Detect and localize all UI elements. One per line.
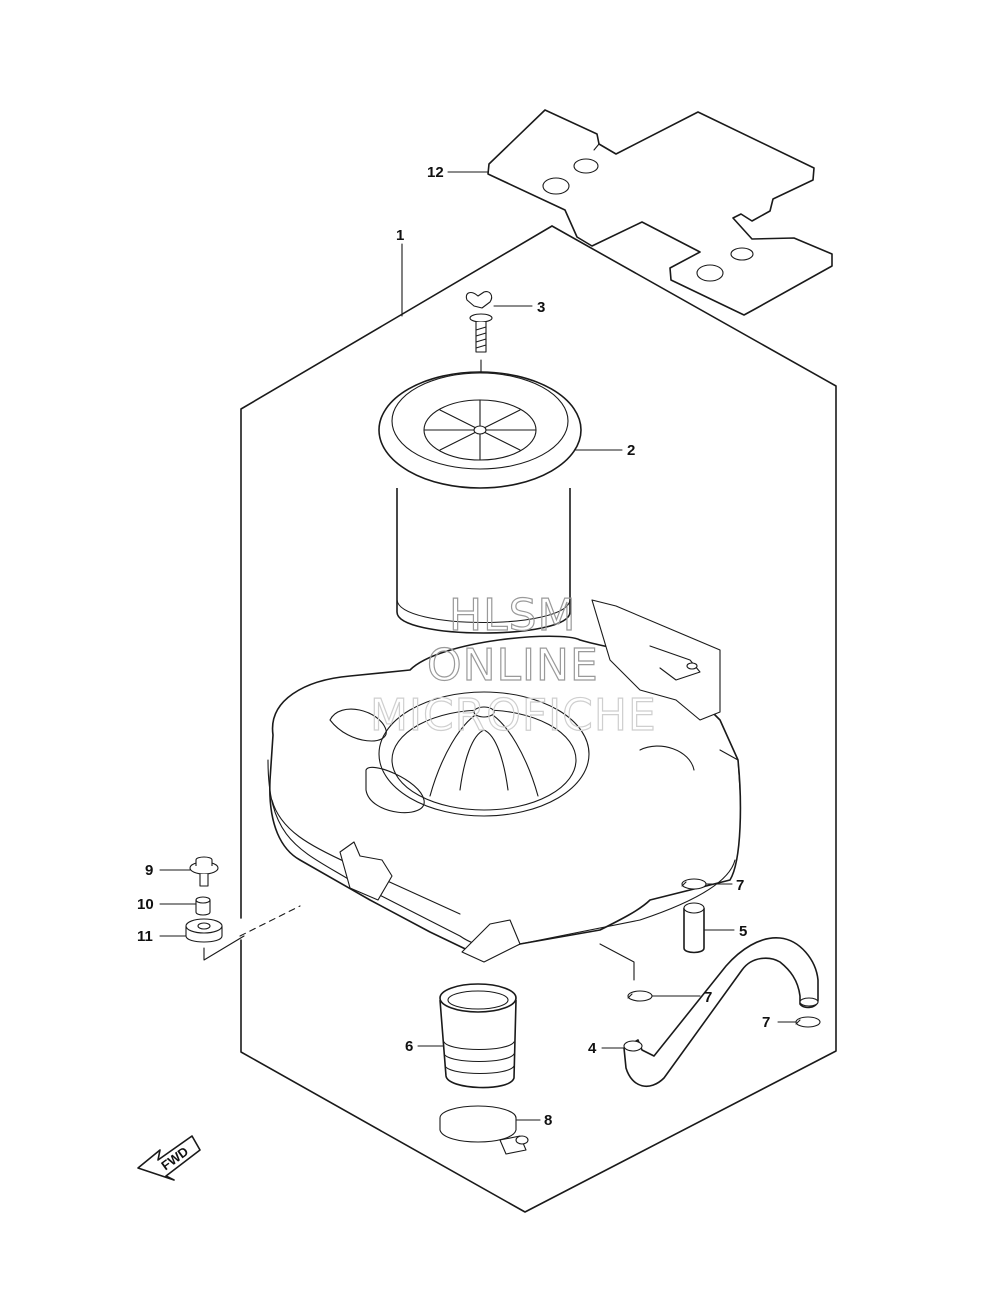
watermark-line-3: MICROFICHE (370, 690, 657, 741)
part-5-hose (683, 902, 705, 954)
part-1-airbox (267, 599, 742, 963)
part-7-clip-b (627, 990, 653, 1002)
fwd-arrow-icon: FWD (137, 1135, 201, 1181)
callout-leaders (159, 171, 797, 1121)
callout-5: 5 (739, 923, 747, 940)
callout-3: 3 (537, 299, 545, 316)
assembly-boundary (240, 225, 837, 1213)
part-4-hose (623, 937, 819, 1088)
callout-6: 6 (405, 1038, 413, 1055)
part-6-intake-boot (439, 983, 517, 1089)
callout-1: 1 (396, 227, 404, 244)
part-11-grommet (185, 918, 245, 961)
callout-8: 8 (544, 1112, 552, 1129)
callout-11: 11 (137, 928, 153, 945)
callout-12: 12 (427, 164, 444, 181)
part-10-collar (195, 896, 211, 916)
watermark: HLSM ONLINE MICROFICHE (369, 589, 657, 741)
part-7-clip-a (681, 878, 707, 890)
part-9-bolt (189, 856, 219, 887)
part-7-clip-c (795, 1016, 821, 1028)
callout-10: 10 (137, 896, 154, 913)
watermark-line-1: HLSM (449, 590, 577, 641)
part-12-pad (487, 109, 833, 316)
callout-4: 4 (588, 1040, 597, 1057)
part-2-air-filter (378, 371, 582, 634)
callout-7-a: 7 (736, 877, 744, 894)
part-8-clamp (439, 1105, 529, 1155)
callout-7-c: 7 (762, 1014, 770, 1031)
callout-9: 9 (145, 862, 153, 879)
watermark-line-2: ONLINE (427, 640, 599, 691)
callout-7-b: 7 (704, 989, 712, 1006)
callout-2: 2 (627, 442, 635, 459)
